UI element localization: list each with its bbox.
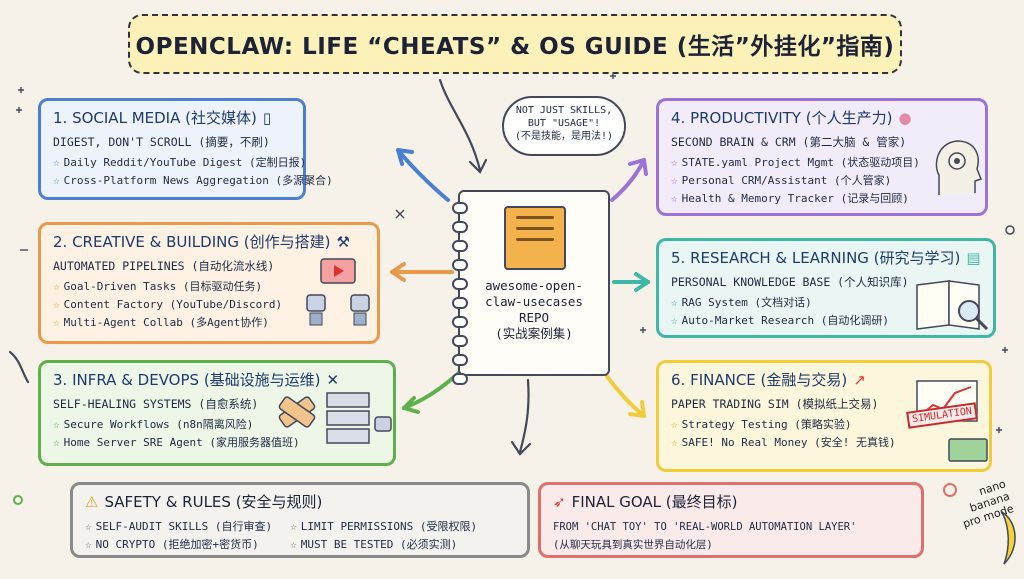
section-heading: 1. SOCIAL MEDIA (社交媒体)▯ xyxy=(53,109,272,127)
list-item: ☆NO CRYPTO (拒绝加密+密货币) xyxy=(85,538,259,551)
list-item: ☆RAG System (文档对话) xyxy=(671,296,812,309)
star-icon: ☆ xyxy=(53,156,60,169)
star-icon: ☆ xyxy=(671,156,678,169)
star-icon: ☆ xyxy=(671,314,678,327)
section-heading: 6. FINANCE (金融与交易)↗ xyxy=(671,371,866,389)
list-item: ☆Strategy Testing (策略实验) xyxy=(671,418,852,431)
star-icon: ☆ xyxy=(53,418,60,431)
section-heading: ➶FINAL GOAL (最终目标) xyxy=(553,493,738,511)
crane-icon: ⚒ xyxy=(336,233,350,251)
brain-icon: ● xyxy=(898,109,912,127)
star-icon: ☆ xyxy=(671,418,678,431)
list-item: ☆STATE.yaml Project Mgmt (状态驱动项目) xyxy=(671,156,920,169)
star-icon: ☆ xyxy=(85,520,92,533)
star-icon: ☆ xyxy=(53,174,60,187)
list-item: ☆Auto-Market Research (自动化调研) xyxy=(671,314,889,327)
star-icon: ☆ xyxy=(290,538,297,551)
notebook-icon xyxy=(504,206,566,270)
list-item: ☆Cross-Platform News Aggregation (多源聚合) xyxy=(53,174,333,187)
banana-icon xyxy=(1000,509,1016,565)
star-icon: ☆ xyxy=(671,174,678,187)
star-icon: ☆ xyxy=(671,192,678,205)
list-item: ☆MUST BE TESTED (必须实测) xyxy=(290,538,458,551)
section-subheading: PERSONAL KNOWLEDGE BASE (个人知识库) xyxy=(671,275,909,289)
list-item: ☆Personal CRM/Assistant (个人管家) xyxy=(671,174,892,187)
center-line: claw-usecases xyxy=(485,294,583,309)
section-heading: 2. CREATIVE & BUILDING (创作与搭建)⚒ xyxy=(53,233,350,251)
list-item: ☆SAFE! No Real Money (安全! 无真钱) xyxy=(671,436,896,449)
center-line: REPO xyxy=(518,310,550,325)
goal-line: FROM 'CHAT TOY' TO 'REAL-WORLD AUTOMATIO… xyxy=(553,521,857,533)
page-title: OPENCLAW: LIFE “CHEATS” & OS GUIDE (生活”外… xyxy=(128,14,902,74)
star-icon: ☆ xyxy=(53,280,60,293)
section-finance: 6. FINANCE (金融与交易)↗ PAPER TRADING SIM (模… xyxy=(656,360,992,472)
arrow-to-social xyxy=(396,148,450,202)
star-icon: ☆ xyxy=(671,436,678,449)
rocket-icon: ➶ xyxy=(553,493,566,511)
arrow-title-to-center xyxy=(438,78,482,172)
bubble-line-2: BUT "USAGE"! xyxy=(527,118,601,129)
section-subheading: DIGEST, DON'T SCROLL (摘要，不刷) xyxy=(53,135,270,149)
section-research-learning: 5. RESEARCH & LEARNING (研究与学习)▤ PERSONAL… xyxy=(656,238,996,338)
books-icon: ▤ xyxy=(966,249,981,267)
arrow-to-productivity xyxy=(610,158,646,202)
list-item: ☆Multi-Agent Collab (多Agent协作) xyxy=(53,316,269,329)
section-heading: 5. RESEARCH & LEARNING (研究与学习)▤ xyxy=(671,249,981,267)
server-bandage-icon xyxy=(278,392,392,444)
bubble-line-1: NOT JUST SKILLS, xyxy=(515,105,613,116)
arrow-to-finance xyxy=(602,370,646,418)
chart-icon: ↗ xyxy=(853,371,866,389)
center-line: (实战案例集) xyxy=(495,326,573,341)
center-notebook: awesome-open- claw-usecases REPO (实战案例集) xyxy=(452,190,610,385)
list-item: ☆Health & Memory Tracker (记录与回顾) xyxy=(671,192,909,205)
head-gears-icon xyxy=(935,140,982,195)
notebook-rings xyxy=(452,202,468,385)
list-item: ☆Goal-Driven Tasks (目标驱动任务) xyxy=(53,280,263,293)
section-infra-devops: 3. INFRA & DEVOPS (基础设施与运维)✕ SELF-HEALIN… xyxy=(38,360,396,466)
list-item: ☆Daily Reddit/YouTube Digest (定制日报) xyxy=(53,156,307,169)
star-icon: ☆ xyxy=(53,298,60,311)
thought-bubble: NOT JUST SKILLS, BUT "USAGE"! (不是技能，是用法!… xyxy=(502,96,626,156)
book-magnifier-icon xyxy=(916,280,989,331)
tools-icon: ✕ xyxy=(326,371,340,389)
list-item: ☆Content Factory (YouTube/Discord) xyxy=(53,298,283,311)
section-creative-building: 2. CREATIVE & BUILDING (创作与搭建)⚒ AUTOMATE… xyxy=(38,222,380,344)
section-subheading: SECOND BRAIN & CRM (第二大脑 & 管家) xyxy=(671,135,907,149)
star-icon: ☆ xyxy=(290,520,297,533)
section-productivity: 4. PRODUCTIVITY (个人生产力)● SECOND BRAIN & … xyxy=(656,98,988,216)
list-item: ☆LIMIT PERMISSIONS (受限权限) xyxy=(290,520,478,533)
section-social-media: 1. SOCIAL MEDIA (社交媒体)▯ DIGEST, DON'T SC… xyxy=(38,98,333,200)
section-subheading: SELF-HEALING SYSTEMS (自愈系统) xyxy=(53,397,259,411)
section-heading: 3. INFRA & DEVOPS (基础设施与运维)✕ xyxy=(53,371,340,389)
center-line: awesome-open- xyxy=(485,278,583,293)
bubble-line-3: (不是技能，是用法!) xyxy=(514,131,614,142)
list-item: ☆Home Server SRE Agent (家用服务器值班) xyxy=(53,436,300,449)
phone-icon: ▯ xyxy=(262,109,272,127)
star-icon: ☆ xyxy=(85,538,92,551)
star-icon: ☆ xyxy=(53,436,60,449)
goal-line: (从聊天玩具到真实世界自动化层) xyxy=(553,539,713,551)
section-safety-rules: ⚠SAFETY & RULES (安全与规则) ☆SELF-AUDIT SKIL… xyxy=(70,482,530,558)
arrow-center-down xyxy=(518,378,530,454)
star-icon: ☆ xyxy=(671,296,678,309)
list-item: ☆Secure Workflows (n8n隔离风险) xyxy=(53,418,254,431)
section-heading: 4. PRODUCTIVITY (个人生产力)● xyxy=(671,109,912,127)
section-subheading: PAPER TRADING SIM (模拟纸上交易) xyxy=(671,397,879,411)
list-item: ☆SELF-AUDIT SKILLS (自行审查) xyxy=(85,520,273,533)
section-final-goal: ➶FINAL GOAL (最终目标) FROM 'CHAT TOY' TO 'R… xyxy=(538,482,924,558)
section-subheading: AUTOMATED PIPELINES (自动化流水线) xyxy=(53,259,275,273)
star-icon: ☆ xyxy=(53,316,60,329)
robots-video-icon xyxy=(306,258,370,326)
section-heading: ⚠SAFETY & RULES (安全与规则) xyxy=(85,493,323,511)
center-label: awesome-open- claw-usecases REPO (实战案例集) xyxy=(466,278,602,342)
warning-icon: ⚠ xyxy=(85,493,99,511)
